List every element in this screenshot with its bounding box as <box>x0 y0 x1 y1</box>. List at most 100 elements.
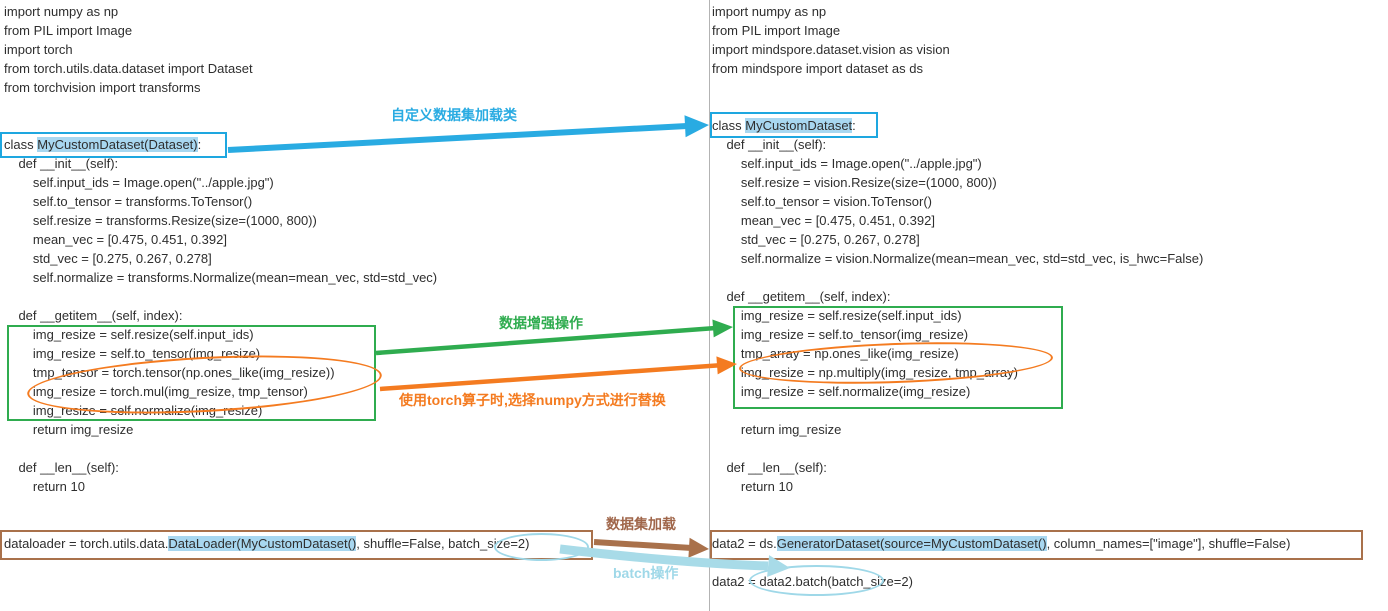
code-line: class MyCustomDataset: <box>712 116 1290 135</box>
highlighted-code-segment: DataLoader(MyCustomDataset() <box>168 536 357 551</box>
code-line <box>4 439 529 458</box>
code-line <box>4 515 529 534</box>
code-line: def __init__(self): <box>4 154 529 173</box>
code-line: mean_vec = [0.475, 0.451, 0.392] <box>712 211 1290 230</box>
code-line: std_vec = [0.275, 0.267, 0.278] <box>712 230 1290 249</box>
code-line: tmp_array = np.ones_like(img_resize) <box>712 344 1290 363</box>
batch-op-label: batch操作 <box>613 565 679 581</box>
code-line: def __init__(self): <box>712 135 1290 154</box>
code-segment: img_resize = np.multiply(img_resize, tmp… <box>712 365 1018 380</box>
code-line: return 10 <box>712 477 1290 496</box>
code-line <box>712 553 1290 572</box>
highlighted-code-segment: GeneratorDataset(source=MyCustomDataset(… <box>776 536 1047 551</box>
code-line <box>4 287 529 306</box>
code-segment: import torch <box>4 42 73 57</box>
code-segment: from PIL import Image <box>4 23 133 38</box>
code-line: img_resize = torch.mul(img_resize, tmp_t… <box>4 382 529 401</box>
code-line: import numpy as np <box>712 2 1290 21</box>
code-segment: class <box>4 137 38 152</box>
code-segment: , shuffle=False, batch_size=2) <box>356 536 530 551</box>
data-augment-label: 数据增强操作 <box>499 315 583 331</box>
code-line: img_resize = self.resize(self.input_ids) <box>712 306 1290 325</box>
code-segment: from PIL import Image <box>712 23 841 38</box>
code-line: from torchvision import transforms <box>4 78 529 97</box>
code-line: self.input_ids = Image.open("../apple.jp… <box>4 173 529 192</box>
code-segment: def __len__(self): <box>4 460 119 475</box>
code-segment: img_resize = self.to_tensor(img_resize) <box>4 346 261 361</box>
code-segment: : <box>852 118 856 133</box>
code-line: from PIL import Image <box>4 21 529 40</box>
highlighted-code-segment: MyCustomDataset(Dataset) <box>37 137 198 152</box>
code-line: self.normalize = transforms.Normalize(me… <box>4 268 529 287</box>
code-segment: self.normalize = transforms.Normalize(me… <box>4 270 438 285</box>
code-segment: from mindspore import dataset as ds <box>712 61 923 76</box>
code-segment: def __init__(self): <box>712 137 827 152</box>
code-line: self.resize = vision.Resize(size=(1000, … <box>712 173 1290 192</box>
brown-arrow <box>593 537 709 558</box>
code-line: def __len__(self): <box>712 458 1290 477</box>
code-segment: class <box>712 118 746 133</box>
code-line: def __len__(self): <box>4 458 529 477</box>
code-segment: import numpy as np <box>712 4 827 19</box>
code-segment: mean_vec = [0.475, 0.451, 0.392] <box>4 232 227 247</box>
code-line: from PIL import Image <box>712 21 1290 40</box>
torch-replace-label: 使用torch算子时,选择numpy方式进行替换 <box>399 392 666 408</box>
code-segment: return 10 <box>4 479 85 494</box>
code-segment: img_resize = self.to_tensor(img_resize) <box>712 327 969 342</box>
code-line: tmp_tensor = torch.tensor(np.ones_like(i… <box>4 363 529 382</box>
code-line <box>712 97 1290 116</box>
code-line: self.to_tensor = transforms.ToTensor() <box>4 192 529 211</box>
code-line: img_resize = self.resize(self.input_ids) <box>4 325 529 344</box>
code-segment: img_resize = torch.mul(img_resize, tmp_t… <box>4 384 308 399</box>
code-line: def __getitem__(self, index): <box>712 287 1290 306</box>
code-segment: self.input_ids = Image.open("../apple.jp… <box>712 156 982 171</box>
code-line: std_vec = [0.275, 0.267, 0.278] <box>4 249 529 268</box>
column-divider <box>709 0 710 611</box>
code-line: img_resize = self.to_tensor(img_resize) <box>712 325 1290 344</box>
code-line <box>712 268 1290 287</box>
code-line: img_resize = self.normalize(img_resize) <box>712 382 1290 401</box>
code-line: data2 = ds.GeneratorDataset(source=MyCus… <box>712 534 1290 553</box>
code-segment: from torch.utils.data.dataset import Dat… <box>4 61 253 76</box>
code-line: dataloader = torch.utils.data.DataLoader… <box>4 534 529 553</box>
code-line: return img_resize <box>712 420 1290 439</box>
code-line: import numpy as np <box>4 2 529 21</box>
code-line: img_resize = np.multiply(img_resize, tmp… <box>712 363 1290 382</box>
code-segment: self.to_tensor = vision.ToTensor() <box>712 194 933 209</box>
code-segment: , column_names=["image"], shuffle=False) <box>1046 536 1291 551</box>
code-segment: import mindspore.dataset.vision as visio… <box>712 42 950 57</box>
code-line <box>712 78 1290 97</box>
code-segment: self.input_ids = Image.open("../apple.jp… <box>4 175 274 190</box>
code-line: def __getitem__(self, index): <box>4 306 529 325</box>
code-segment: img_resize = self.resize(self.input_ids) <box>4 327 254 342</box>
code-line <box>4 496 529 515</box>
code-segment: import numpy as np <box>4 4 119 19</box>
code-segment: img_resize = self.normalize(img_resize) <box>4 403 263 418</box>
code-segment: def __init__(self): <box>4 156 119 171</box>
code-segment: self.normalize = vision.Normalize(mean=m… <box>712 251 1204 266</box>
code-segment: self.to_tensor = transforms.ToTensor() <box>4 194 253 209</box>
code-line: self.resize = transforms.Resize(size=(10… <box>4 211 529 230</box>
code-line: self.normalize = vision.Normalize(mean=m… <box>712 249 1290 268</box>
code-segment: mean_vec = [0.475, 0.451, 0.392] <box>712 213 935 228</box>
code-line: img_resize = self.to_tensor(img_resize) <box>4 344 529 363</box>
code-segment: def __getitem__(self, index): <box>4 308 183 323</box>
code-line: data2 = data2.batch(batch_size=2) <box>712 572 1290 591</box>
pytorch-code-column: import numpy as np from PIL import Image i… <box>4 2 529 553</box>
code-segment: def __len__(self): <box>712 460 827 475</box>
code-segment: std_vec = [0.275, 0.267, 0.278] <box>4 251 212 266</box>
code-line: self.to_tensor = vision.ToTensor() <box>712 192 1290 211</box>
code-segment: img_resize = self.normalize(img_resize) <box>712 384 971 399</box>
code-segment: return img_resize <box>4 422 134 437</box>
code-segment: data2 = ds. <box>712 536 777 551</box>
code-segment: tmp_tensor = torch.tensor(np.ones_like(i… <box>4 365 335 380</box>
code-line: return img_resize <box>4 420 529 439</box>
code-segment: def __getitem__(self, index): <box>712 289 891 304</box>
code-segment: dataloader = torch.utils.data. <box>4 536 169 551</box>
code-segment: : <box>197 137 202 152</box>
dataset-load-label: 数据集加载 <box>606 516 676 532</box>
code-line: mean_vec = [0.475, 0.451, 0.392] <box>4 230 529 249</box>
code-line: img_resize = self.normalize(img_resize) <box>4 401 529 420</box>
code-segment: tmp_array = np.ones_like(img_resize) <box>712 346 959 361</box>
